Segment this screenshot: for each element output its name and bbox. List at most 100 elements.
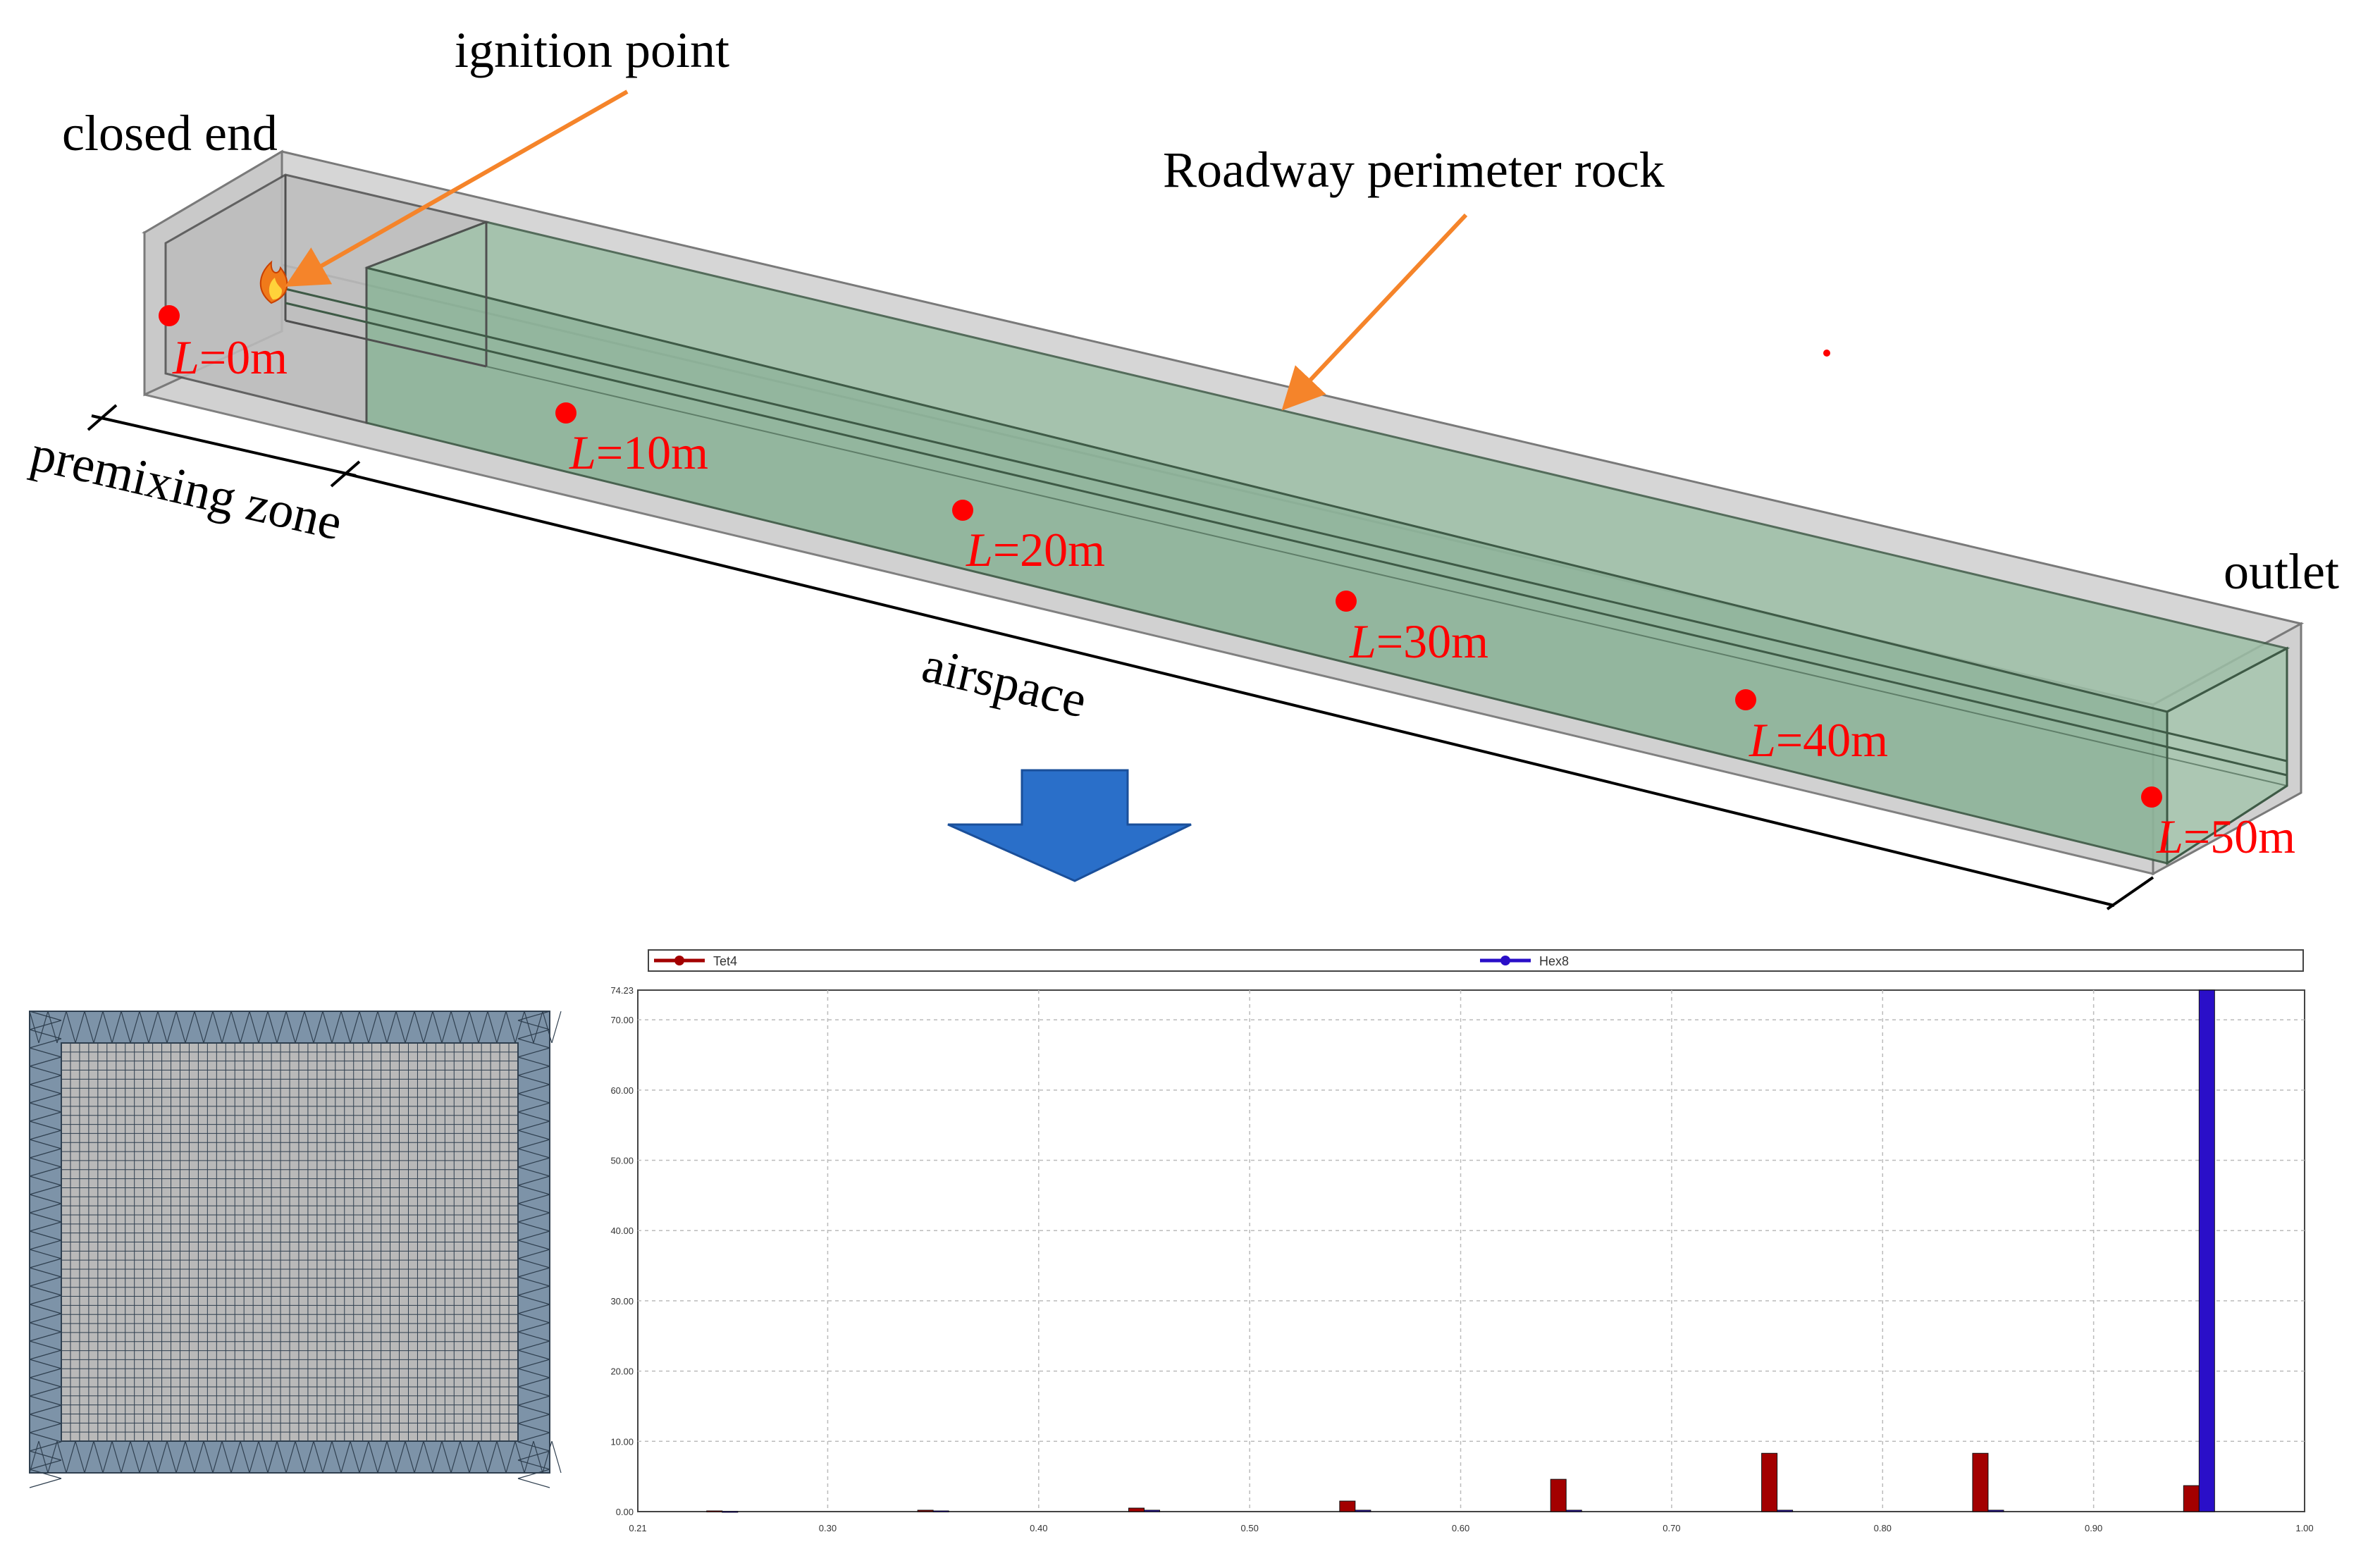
mesh-edge [517,1157,550,1168]
mesh-edge [340,1440,351,1474]
mesh-edge [29,1047,62,1058]
mesh-edge [157,1440,168,1474]
mesh-edge [487,1440,498,1474]
bar-hex8 [1777,1509,1794,1512]
mesh-edge [212,1011,223,1044]
mesh-edge [258,1011,269,1044]
mesh-edge [359,1440,369,1474]
monitor-label-rest: =30m [1376,615,1488,668]
mesh-edge [267,1440,278,1474]
mesh-edge [194,1011,204,1044]
mesh-edge [322,1011,333,1044]
mesh-edge [29,1331,62,1342]
dimension-tick-end [2106,876,2154,910]
mesh-edge [517,1432,550,1443]
monitor-label-rest: =0m [199,331,288,384]
mesh-edge [517,1478,550,1488]
mesh-edge [517,1249,550,1259]
mesh-edge [29,1322,62,1333]
mesh-edge [29,1093,62,1104]
mesh-edge [29,1350,62,1360]
bar-tet4 [1339,1500,1356,1512]
mesh-edge [47,1011,58,1044]
mesh-edge [517,1175,550,1186]
monitor-label-italic: L [172,331,199,384]
plot-frame [637,989,2305,1512]
mesh-edge [212,1440,223,1474]
mesh-edge [56,1440,67,1474]
y-tick-label: 20.00 [610,1366,634,1377]
mesh-edge [304,1440,314,1474]
mesh-edge [514,1011,525,1044]
mesh-edge [460,1011,470,1044]
mesh-edge [517,1423,550,1433]
mesh-edge [517,1047,550,1058]
mesh-edge [517,1395,550,1406]
tunnel-inner-edge-3 [486,366,2288,786]
mesh-edge [304,1011,314,1044]
mesh-edge [29,1404,62,1415]
mesh-edge [496,1011,507,1044]
mesh-edge [285,1440,296,1474]
mesh-edge [230,1440,241,1474]
mesh-edge [517,1313,550,1323]
mesh-edge [517,1056,550,1067]
mesh-edge [450,1011,461,1044]
monitor-marker [555,402,576,424]
mesh-edge [313,1011,323,1044]
mesh-edge [517,1185,550,1195]
mesh-edge [524,1011,534,1044]
mesh-edge [517,1276,550,1287]
mesh-edge [496,1440,507,1474]
monitor-label-italic: L [1349,615,1376,668]
mesh-edge [249,1440,259,1474]
tunnel-model [142,149,2305,876]
mesh-edge [29,1368,62,1378]
mesh-edge [517,1340,550,1351]
monitor-label-rest: =10m [596,426,708,479]
mesh-edge [517,1221,550,1232]
mesh-edge [29,1441,62,1452]
mesh-edge [29,1148,62,1159]
outlet-frame [2166,646,2288,865]
mesh-edge [185,1011,195,1044]
mesh-edge [469,1011,479,1044]
mesh-edge [533,1011,543,1044]
bar-tet4 [917,1509,934,1512]
mesh-edge [340,1011,351,1044]
mesh-edge [478,1440,488,1474]
monitor-label: L=20m [966,523,1105,576]
monitor-label: L=10m [569,426,708,479]
mesh-edge [517,1295,550,1305]
mesh-edge [185,1440,195,1474]
mesh-edge [29,1285,62,1296]
mesh-edge [29,1478,62,1488]
mesh-edge [29,1175,62,1186]
down-arrow-icon [947,769,1192,882]
monitor-label-rest: =40m [1776,713,1888,767]
mesh-edge [130,1011,140,1044]
mesh-edge [175,1011,186,1044]
mesh-edge [517,1084,550,1094]
mesh-edge [130,1440,140,1474]
monitor-marker [2141,786,2162,808]
mesh-edge [29,1359,62,1369]
mesh-edge [478,1011,488,1044]
monitor-label-italic: L [966,523,993,576]
mesh-edge [29,1084,62,1094]
mesh-edge [166,1440,177,1474]
mesh-edge [505,1011,516,1044]
x-tick-label: 0.70 [1663,1523,1680,1533]
mesh-hex-grid [61,1043,518,1441]
mesh-edge [517,1166,550,1177]
mesh-edge [517,1130,550,1140]
mesh-edge [29,1011,39,1044]
mesh-edge [29,1440,39,1474]
mesh-edge [29,1240,62,1250]
mesh-edge [517,1359,550,1369]
mesh-edge [29,1267,62,1278]
mesh-edge [460,1440,470,1474]
x-tick-label: 0.80 [1874,1523,1892,1533]
mesh-edge [29,1102,62,1113]
